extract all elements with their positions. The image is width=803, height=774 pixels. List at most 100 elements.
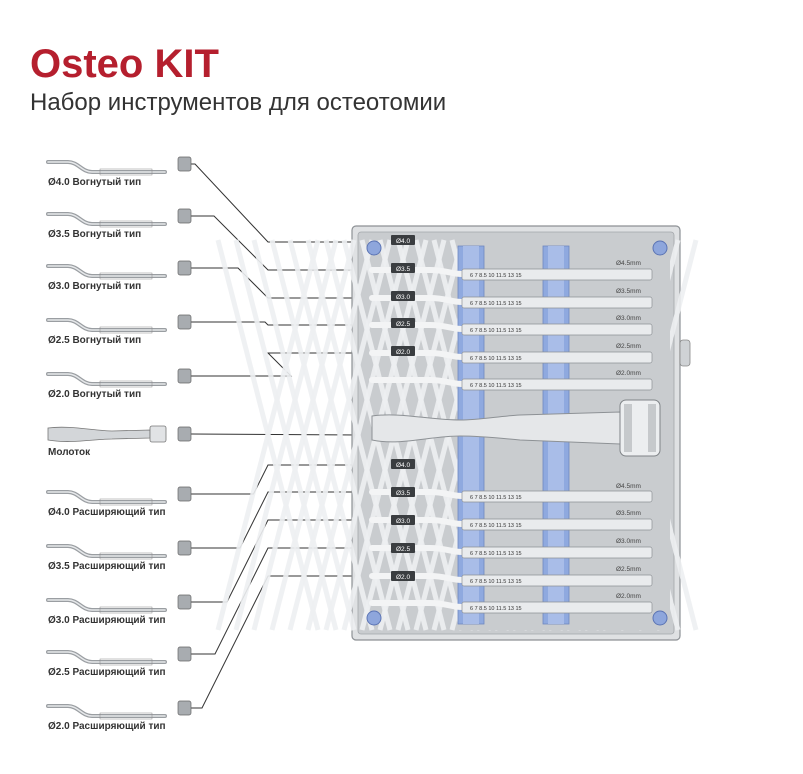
tray-osteotome-tip xyxy=(369,489,465,499)
lattice-bar xyxy=(215,239,321,631)
depth-marks-text: 6 7 8.5 10 11.5 13 15 xyxy=(470,356,522,362)
depth-marks-text: 6 7 8.5 10 11.5 13 15 xyxy=(470,606,522,612)
tray-osteotome-tip xyxy=(369,600,465,610)
slot-tag xyxy=(391,571,415,581)
connector-square xyxy=(177,156,192,172)
slot-tag-label: Ø4.0 xyxy=(396,238,410,245)
connector-square xyxy=(177,426,192,442)
depth-marks-text: 6 7 8.5 10 11.5 13 15 xyxy=(470,551,522,557)
shaft-depth-marks xyxy=(99,220,153,228)
slot-tag-label: Ø2.5 xyxy=(396,321,410,328)
connector-square xyxy=(177,594,192,610)
concave-osteotome-icon xyxy=(46,372,167,386)
instrument-item: Молоток xyxy=(47,425,192,458)
tray-osteotome-shaft xyxy=(461,546,653,559)
tray-osteotome-shaft xyxy=(461,518,653,531)
connector-square xyxy=(177,314,192,330)
instrument-label: Ø3.0 Расширяющий тип xyxy=(48,615,166,626)
slot-tag-label: Ø3.0 xyxy=(396,518,410,525)
depth-marks-text: 6 7 8.5 10 11.5 13 15 xyxy=(470,301,522,307)
depth-marks-text: 6 7 8.5 10 11.5 13 15 xyxy=(470,523,522,529)
instrument-item: Ø2.0 Расширяющий тип xyxy=(46,700,192,732)
tray-osteotome-shaft xyxy=(461,296,653,309)
screw-icon xyxy=(366,610,382,626)
size-label: Ø4.5mm xyxy=(616,260,641,267)
lattice-bar xyxy=(251,239,357,631)
shaft-depth-marks xyxy=(99,606,153,614)
depth-marks-text: 6 7 8.5 10 11.5 13 15 xyxy=(470,579,522,585)
instrument-label: Ø4.0 Вогнутый тип xyxy=(48,177,141,188)
slot-tag-label: Ø2.0 xyxy=(396,574,410,581)
connector-square xyxy=(177,368,192,384)
size-label: Ø3.5mm xyxy=(616,288,641,295)
connector-square xyxy=(177,486,192,502)
instrument-item: Ø3.0 Вогнутый тип xyxy=(46,260,192,292)
connector-square xyxy=(177,700,192,716)
tray-mallet-head-ring xyxy=(624,404,632,452)
screw-icon xyxy=(652,610,668,626)
leader-line xyxy=(191,352,360,377)
instrument-item: Ø3.5 Вогнутый тип xyxy=(46,208,192,240)
instrument-item: Ø2.0 Вогнутый тип xyxy=(46,368,192,400)
instrument-label: Ø2.5 Вогнутый тип xyxy=(48,335,141,346)
leader-line xyxy=(191,519,360,603)
shaft-depth-marks xyxy=(99,498,153,506)
instrument-item: Ø3.0 Расширяющий тип xyxy=(46,594,192,626)
leader-line xyxy=(191,163,360,243)
tray-osteotome-tip xyxy=(369,350,465,360)
size-label: Ø3.5mm xyxy=(616,510,641,517)
depth-marks-text: 6 7 8.5 10 11.5 13 15 xyxy=(470,383,522,389)
connector-square xyxy=(177,208,192,224)
page-title: Osteo KIT xyxy=(30,42,219,86)
size-label: Ø4.5mm xyxy=(616,483,641,490)
tray-mallet-head-ring xyxy=(648,404,656,452)
osteotome-shaft-highlight xyxy=(47,545,166,557)
size-label: Ø2.0mm xyxy=(616,370,641,377)
slot-tag xyxy=(391,543,415,553)
slot-tag xyxy=(391,263,415,273)
osteotome-shaft-highlight xyxy=(47,705,166,717)
connector-square xyxy=(177,260,192,276)
size-label: Ø3.0mm xyxy=(616,538,641,545)
page-subtitle: Набор инструментов для остеотомии xyxy=(30,89,447,116)
shaft-depth-marks xyxy=(99,712,153,720)
instrument-tray: 6 7 8.5 10 11.5 13 15 6 7 8.5 10 11.5 13 … xyxy=(215,225,699,641)
slot-tag-label: Ø3.5 xyxy=(396,490,410,497)
osteotome-shaft-highlight xyxy=(47,265,166,277)
tray-osteotome-shaft xyxy=(461,323,653,336)
slot-tag xyxy=(391,318,415,328)
osteotome-shaft-highlight xyxy=(47,599,166,611)
lattice-bar xyxy=(269,239,375,631)
instrument-label: Ø3.5 Расширяющий тип xyxy=(48,561,166,572)
mallet-head-icon xyxy=(149,425,167,443)
slot-tag-label: Ø3.5 xyxy=(396,266,410,273)
instrument-item: Ø2.5 Расширяющий тип xyxy=(46,646,192,678)
instrument-item: Ø4.0 Расширяющий тип xyxy=(46,486,192,518)
tray-osteotome-shaft xyxy=(461,351,653,364)
osteotome-shaft-highlight xyxy=(47,373,166,385)
tray-osteotome-shaft xyxy=(461,268,653,281)
instrument-label: Ø2.0 Вогнутый тип xyxy=(48,389,141,400)
slot-tag-label: Ø4.0 xyxy=(396,462,410,469)
shaft-depth-marks xyxy=(99,658,153,666)
concave-osteotome-icon xyxy=(46,264,167,278)
expanding-osteotome-icon xyxy=(46,544,167,558)
screw-icon xyxy=(366,240,382,256)
tray-osteotome-shaft xyxy=(461,378,653,391)
osteotome-shaft-highlight xyxy=(47,319,166,331)
slot-tag xyxy=(391,346,415,356)
expanding-osteotome-icon xyxy=(46,598,167,612)
size-label: Ø2.5mm xyxy=(616,566,641,573)
slot-tag xyxy=(391,291,415,301)
osteotome-shaft-highlight xyxy=(47,161,166,173)
size-label: Ø2.0mm xyxy=(616,593,641,600)
concave-osteotome-icon xyxy=(46,212,167,226)
tray-osteotome-tip xyxy=(369,377,465,387)
shaft-depth-marks xyxy=(99,168,153,176)
mallet-icon xyxy=(47,426,151,442)
shaft-depth-marks xyxy=(99,552,153,560)
slot-tag xyxy=(391,235,415,245)
slot-tag xyxy=(391,487,415,497)
